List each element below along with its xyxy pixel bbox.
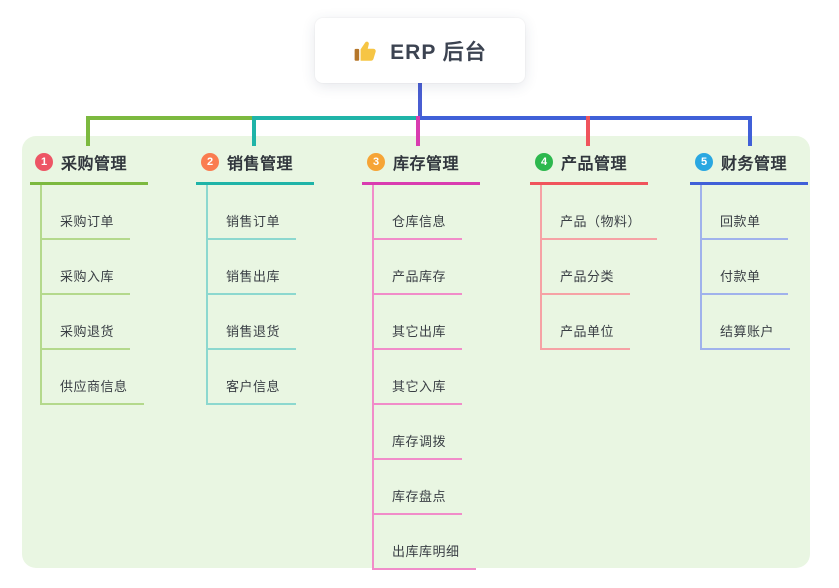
- child-node-label: 采购订单: [60, 214, 115, 229]
- child-node[interactable]: 产品（物料）: [542, 185, 658, 240]
- branch-header-4[interactable]: 4 产品管理: [530, 146, 648, 185]
- child-node[interactable]: 销售出库: [208, 240, 297, 295]
- branch-4: 4 产品管理产品（物料） 产品分类产品单位: [530, 146, 658, 350]
- connector-line: [254, 116, 420, 120]
- connector-line: [586, 116, 590, 146]
- child-node-label: 库存盘点: [392, 489, 447, 504]
- connector-line: [418, 83, 422, 117]
- child-node-label: 采购退货: [60, 324, 115, 339]
- child-node-label: 其它入库: [392, 379, 447, 394]
- child-node[interactable]: 仓库信息: [374, 185, 463, 240]
- child-node-label: 产品（物料）: [560, 214, 642, 229]
- child-node[interactable]: 产品单位: [542, 295, 631, 350]
- child-node-label: 仓库信息: [392, 214, 447, 229]
- child-node[interactable]: 采购入库: [42, 240, 131, 295]
- branch-number-badge: 5: [695, 153, 713, 171]
- branch-header-2[interactable]: 2 销售管理: [196, 146, 314, 185]
- child-node[interactable]: 采购退货: [42, 295, 131, 350]
- branch-number-badge: 3: [367, 153, 385, 171]
- connector-line: [418, 116, 752, 120]
- child-node-label: 客户信息: [226, 379, 281, 394]
- child-node[interactable]: 供应商信息: [42, 350, 144, 405]
- child-node-label: 付款单: [720, 269, 761, 284]
- branch-title: 采购管理: [61, 156, 128, 173]
- child-node[interactable]: 结算账户: [702, 295, 791, 350]
- branch-children: 采购订单采购入库采购退货供应商信息: [40, 185, 144, 405]
- branch-title: 财务管理: [721, 156, 788, 173]
- root-node[interactable]: ERP 后台: [315, 18, 525, 83]
- child-node-label: 产品分类: [560, 269, 615, 284]
- child-node-label: 其它出库: [392, 324, 447, 339]
- child-node[interactable]: 销售退货: [208, 295, 297, 350]
- connector-line: [252, 116, 256, 146]
- branch-5: 5 财务管理回款单付款单结算账户: [690, 146, 808, 350]
- branch-header-5[interactable]: 5 财务管理: [690, 146, 808, 185]
- child-node[interactable]: 采购订单: [42, 185, 131, 240]
- child-node-label: 销售订单: [226, 214, 281, 229]
- child-node-label: 出库库明细: [392, 544, 460, 559]
- branch-header-3[interactable]: 3 库存管理: [362, 146, 480, 185]
- branch-number-badge: 4: [535, 153, 553, 171]
- child-node-label: 销售出库: [226, 269, 281, 284]
- connector-line: [416, 116, 420, 146]
- child-node-label: 销售退货: [226, 324, 281, 339]
- child-node-label: 供应商信息: [60, 379, 128, 394]
- child-node-label: 结算账户: [720, 324, 775, 339]
- child-node[interactable]: 回款单: [702, 185, 788, 240]
- branch-number-badge: 1: [35, 153, 53, 171]
- child-node-label: 产品单位: [560, 324, 615, 339]
- child-node[interactable]: 库存调拨: [374, 405, 463, 460]
- thumbs-up-icon: [353, 38, 379, 64]
- child-node-label: 回款单: [720, 214, 761, 229]
- branch-children: 回款单付款单结算账户: [700, 185, 791, 350]
- child-node[interactable]: 产品分类: [542, 240, 631, 295]
- branch-3: 3 库存管理仓库信息产品库存其它出库其它入库库存调拨库存盘点出库库明细: [362, 146, 480, 570]
- child-node[interactable]: 客户信息: [208, 350, 297, 405]
- child-node[interactable]: 付款单: [702, 240, 788, 295]
- child-node-label: 产品库存: [392, 269, 447, 284]
- child-node-label: 库存调拨: [392, 434, 447, 449]
- branch-children: 产品（物料） 产品分类产品单位: [540, 185, 658, 350]
- child-node[interactable]: 产品库存: [374, 240, 463, 295]
- branch-title: 产品管理: [561, 156, 628, 173]
- branch-title: 库存管理: [393, 156, 460, 173]
- branch-title: 销售管理: [227, 156, 294, 173]
- branch-number-badge: 2: [201, 153, 219, 171]
- connector-line: [86, 116, 256, 120]
- child-node[interactable]: 其它出库: [374, 295, 463, 350]
- branch-header-1[interactable]: 1 采购管理: [30, 146, 148, 185]
- branch-1: 1 采购管理采购订单采购入库采购退货供应商信息: [30, 146, 148, 405]
- child-node-label: 采购入库: [60, 269, 115, 284]
- child-node[interactable]: 出库库明细: [374, 515, 476, 570]
- connector-line: [86, 116, 90, 146]
- connector-line: [748, 116, 752, 146]
- child-node[interactable]: 销售订单: [208, 185, 297, 240]
- branch-children: 销售订单销售出库销售退货客户信息: [206, 185, 297, 405]
- branch-2: 2 销售管理销售订单销售出库销售退货客户信息: [196, 146, 314, 405]
- child-node[interactable]: 库存盘点: [374, 460, 463, 515]
- branch-children: 仓库信息产品库存其它出库其它入库库存调拨库存盘点出库库明细: [372, 185, 476, 570]
- branches-panel: [22, 136, 810, 568]
- child-node[interactable]: 其它入库: [374, 350, 463, 405]
- root-label: ERP 后台: [390, 40, 487, 64]
